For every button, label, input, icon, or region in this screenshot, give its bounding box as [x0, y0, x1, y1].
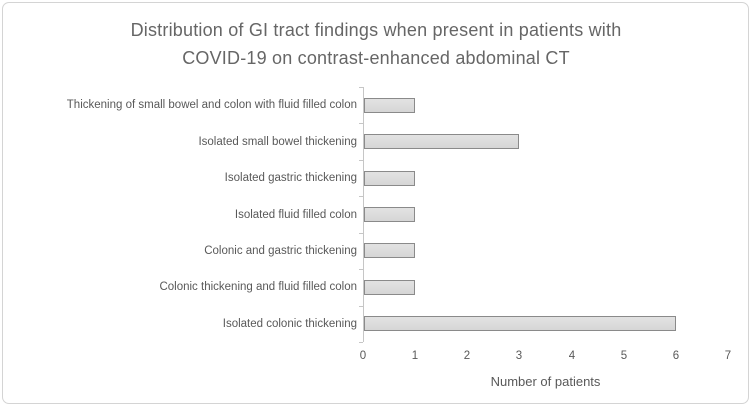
- chart-frame: [2, 2, 749, 404]
- category-tick-mark: [359, 160, 363, 161]
- bar: [364, 243, 415, 258]
- bar: [364, 171, 415, 186]
- category-tick-mark: [359, 233, 363, 234]
- category-tick-mark: [359, 342, 363, 343]
- x-tick-label: 6: [672, 350, 680, 362]
- bar: [364, 280, 415, 295]
- x-tick-label: 2: [463, 350, 471, 362]
- x-tick-label: 0: [359, 350, 367, 362]
- category-tick-mark: [359, 123, 363, 124]
- chart-title-line-2: COVID-19 on contrast-enhanced abdominal …: [182, 48, 570, 68]
- x-tick-label: 3: [515, 350, 523, 362]
- category-label: Colonic thickening and fluid filled colo…: [159, 281, 357, 293]
- chart-title-line-1: Distribution of GI tract findings when p…: [130, 20, 622, 40]
- x-tick-label: 1: [411, 350, 419, 362]
- category-label: Isolated colonic thickening: [222, 318, 357, 330]
- category-label: Colonic and gastric thickening: [204, 245, 357, 257]
- x-axis-title: Number of patients: [490, 374, 601, 389]
- x-tick-label: 5: [620, 350, 628, 362]
- category-tick-mark: [359, 87, 363, 88]
- category-tick-mark: [359, 269, 363, 270]
- bar: [364, 134, 519, 149]
- x-tick-label: 4: [568, 350, 576, 362]
- bar: [364, 207, 415, 222]
- x-tick-label: 7: [724, 350, 732, 362]
- chart-title: Distribution of GI tract findings when p…: [0, 16, 752, 72]
- category-label: Isolated gastric thickening: [224, 172, 357, 184]
- category-label: Thickening of small bowel and colon with…: [66, 99, 357, 111]
- category-label: Isolated fluid filled colon: [234, 209, 357, 221]
- bar: [364, 98, 415, 113]
- category-axis-line: [363, 87, 364, 342]
- category-label: Isolated small bowel thickening: [198, 136, 357, 148]
- category-tick-mark: [359, 306, 363, 307]
- category-tick-mark: [359, 196, 363, 197]
- bar: [364, 316, 676, 331]
